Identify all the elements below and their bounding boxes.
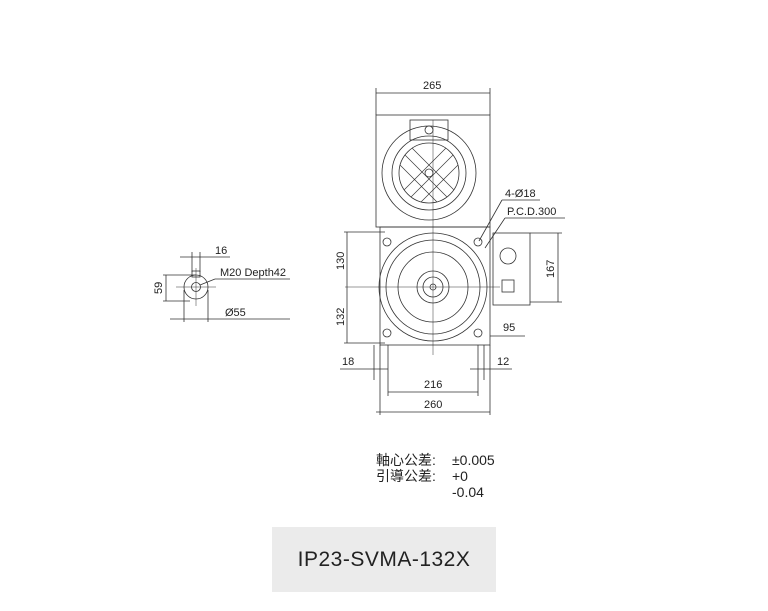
pcd-note: P.C.D.300 — [507, 206, 556, 218]
shaft-side-view — [163, 252, 290, 322]
guide-tolerance-lower: -0.04 — [452, 484, 484, 500]
dim-left-offset: 18 — [342, 356, 354, 368]
dim-lower: 132 — [335, 308, 347, 326]
motor-front-view — [340, 88, 565, 415]
model-name-label: IP23-SVMA-132X — [272, 527, 496, 592]
dim-top-width: 265 — [423, 80, 441, 92]
dim-upper: 130 — [335, 252, 347, 270]
axis-tolerance-label: 軸心公差: — [376, 452, 436, 468]
dim-shaft-dia: Ø55 — [225, 307, 246, 319]
dim-hole-spacing: 216 — [424, 379, 442, 391]
dim-base-width: 260 — [424, 399, 442, 411]
tolerance-notes: 軸心公差: ±0.005 引導公差: +0 -0.04 — [376, 452, 495, 500]
dim-keyway: 16 — [215, 245, 227, 257]
guide-tolerance-label: 引導公差: — [376, 468, 436, 484]
dim-height: 59 — [153, 282, 165, 294]
thread-note: M20 Depth42 — [220, 267, 286, 279]
guide-tolerance-upper: +0 — [452, 468, 468, 484]
bolt-holes-note: 4-Ø18 — [505, 188, 536, 200]
dim-right-offset: 12 — [497, 356, 509, 368]
axis-tolerance-value: ±0.005 — [452, 452, 495, 468]
dim-terminal-depth: 95 — [503, 322, 515, 334]
dim-terminal-height: 167 — [545, 260, 557, 278]
